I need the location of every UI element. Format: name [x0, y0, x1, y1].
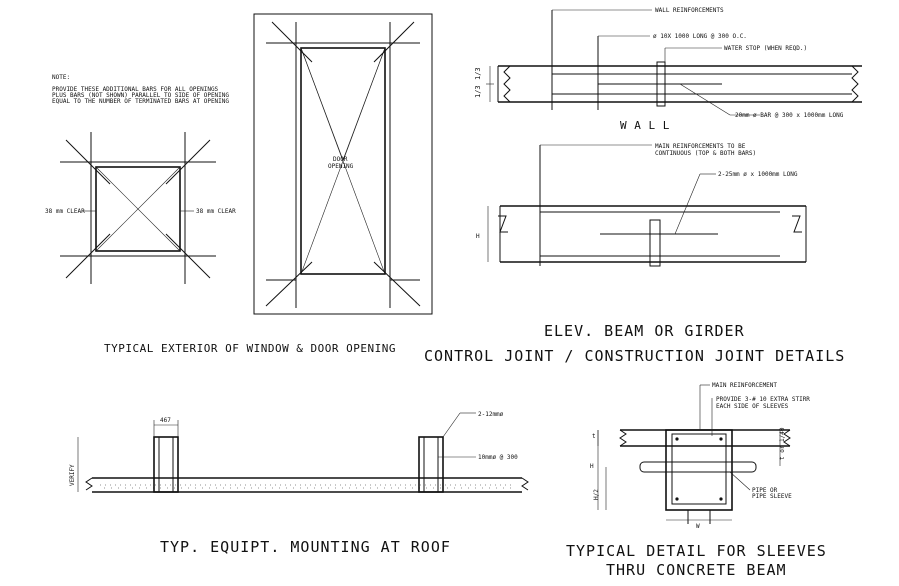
note-heading: NOTE: — [52, 74, 70, 81]
sleeve-w-label: W — [696, 523, 700, 530]
roof-mounting-detail: 467 VERIFY 2-12mmø 10mmø @ 300 — [69, 411, 529, 493]
sleeve-t-label: t — [592, 433, 596, 440]
roof-width-dim: 467 — [160, 417, 171, 424]
sleeve-provide-1: PROVIDE 3-# 10 EXTRA STIRR — [716, 396, 810, 403]
beam-title-1: ELEV. BEAM OR GIRDER — [544, 322, 745, 340]
roof-title: TYP. EQUIPT. MOUNTING AT ROOF — [160, 538, 451, 556]
note-line-2: PLUS BARS (NOT SHOWN) PARALLEL TO SIDE O… — [52, 92, 229, 99]
window-left-clear: 38 mm CLEAR — [45, 208, 85, 215]
window-frame — [95, 166, 181, 252]
beam-main-reinf-1: MAIN REINFORCEMENTS TO BE — [655, 143, 746, 150]
wall-bar-bottom: 20mm ø BAR @ 300 x 1000mm LONG — [735, 112, 844, 119]
window-opening-detail: 38 mm CLEAR 38 mm CLEAR — [45, 132, 236, 284]
sleeve-h2-label: H/2 — [593, 489, 600, 500]
beam-bar-spec: 2-25mm ø x 1000mm LONG — [718, 171, 798, 178]
sleeve-pipe-2: PIPE SLEEVE — [752, 493, 792, 500]
window-right-clear: 38 mm CLEAR — [196, 208, 236, 215]
slab-hatch — [100, 484, 514, 489]
door-outer-boundary — [253, 13, 433, 315]
note-line-3: EQUAL TO THE NUMBER OF TERMINATED BARS A… — [52, 98, 229, 105]
beam-main-reinf-2: CONTINUOUS (TOP & BOTH BARS) — [655, 150, 756, 157]
sleeve-pipe-1: PIPE OR — [752, 487, 778, 494]
sleeve-title-2: THRU CONCRETE BEAM — [606, 561, 787, 579]
sleeve-main-reinf: MAIN REINFORCEMENT — [712, 382, 777, 389]
beam-height-label: H — [476, 233, 480, 240]
wall-detail: 1/3 1/3 WALL REINFORCEMENTS ø 10X 1000 L… — [474, 7, 862, 132]
roof-bar-top: 2-12mmø — [478, 411, 504, 418]
wall-bar-spec: ø 10X 1000 LONG @ 300 O.C. — [653, 33, 747, 40]
sleeve-provide-2: EACH SIDE OF SLEEVES — [716, 403, 789, 410]
note-block: NOTE: PROVIDE THESE ADDITIONAL BARS FOR … — [52, 74, 229, 105]
sleeve-title-1: TYPICAL DETAIL FOR SLEEVES — [566, 542, 827, 560]
note-line-1: PROVIDE THESE ADDITIONAL BARS FOR ALL OP… — [52, 86, 219, 93]
roof-verify: VERIFY — [69, 464, 76, 486]
beam-detail: MAIN REINFORCEMENTS TO BE CONTINUOUS (TO… — [476, 143, 807, 267]
door-opening-detail: DOOR OPENING — [253, 13, 433, 315]
beam-title-2: CONTROL JOINT / CONSTRUCTION JOINT DETAI… — [424, 347, 845, 365]
wall-dim-top: 1/3 — [474, 67, 482, 80]
door-label-2: OPENING — [328, 163, 354, 170]
sleeve-h-label: H — [590, 463, 594, 470]
sleeve-detail: W H H/2 t t or 1/40 MAIN REINFORCEMENT P… — [590, 382, 810, 530]
roof-bar-side: 10mmø @ 300 — [478, 454, 518, 461]
door-label-1: DOOR — [333, 156, 348, 163]
window-door-title: TYPICAL EXTERIOR OF WINDOW & DOOR OPENIN… — [104, 342, 396, 355]
door-frame — [300, 47, 386, 275]
wall-dim-bottom: 1/3 — [474, 85, 482, 98]
wall-title: W A L L — [620, 119, 670, 132]
sleeve-t-ratio: t or 1/40 — [779, 427, 786, 460]
wall-water-stop: WATER STOP (WHEN REQD.) — [724, 45, 807, 52]
wall-reinforcements-label: WALL REINFORCEMENTS — [655, 7, 724, 14]
